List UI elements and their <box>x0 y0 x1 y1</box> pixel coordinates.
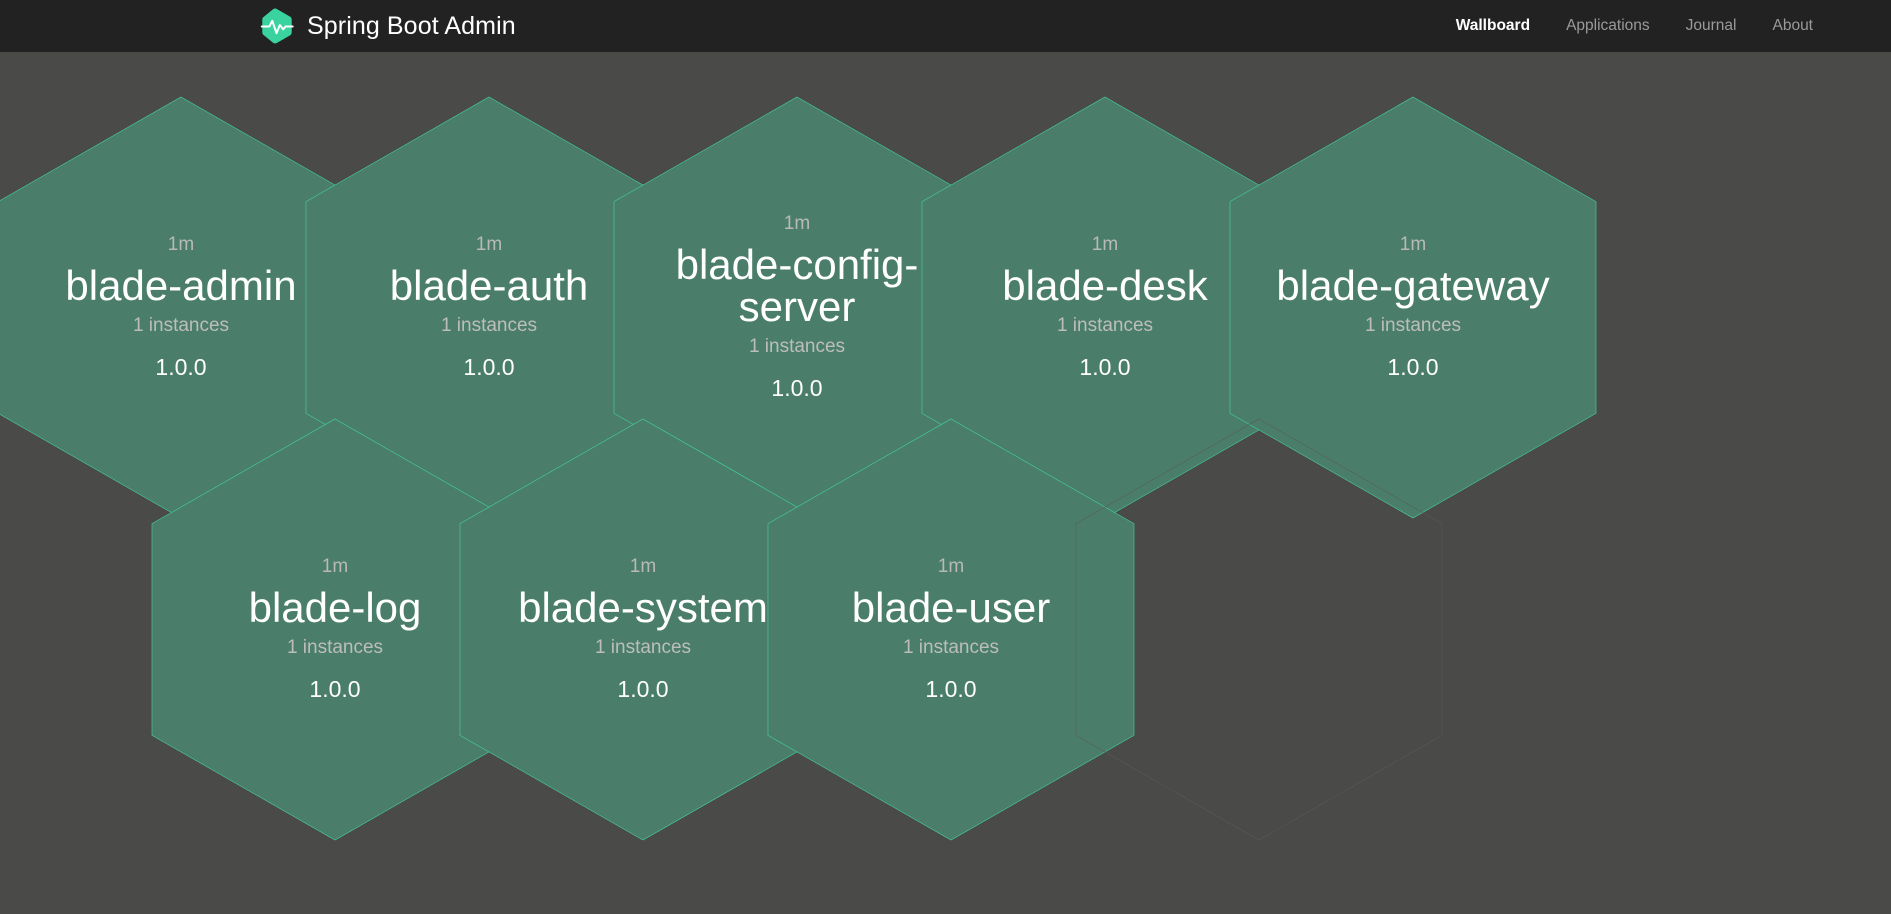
brand-logo-link[interactable]: Spring Boot Admin <box>258 0 516 52</box>
application-hexagon-blade-config-server[interactable]: 1m blade-config-server 1 instances 1.0.0 <box>611 94 983 521</box>
application-hexagon-blade-log[interactable]: 1m blade-log 1 instances 1.0.0 <box>149 416 521 843</box>
uptime-label: 1m <box>1091 233 1119 255</box>
hexagon-content: 1m blade-desk 1 instances 1.0.0 <box>919 94 1291 521</box>
version-label: 1.0.0 <box>463 353 515 380</box>
hexagon-content: 1m blade-gateway 1 instances 1.0.0 <box>1227 94 1599 521</box>
hexagon-content: 1m blade-config-server 1 instances 1.0.0 <box>611 94 983 521</box>
uptime-label: 1m <box>629 555 657 577</box>
application-name: blade-auth <box>389 261 589 309</box>
nav-item-wallboard[interactable]: Wallboard <box>1455 17 1531 34</box>
application-hexagon-blade-system[interactable]: 1m blade-system 1 instances 1.0.0 <box>457 416 829 843</box>
version-label: 1.0.0 <box>309 675 361 702</box>
nav-item-journal[interactable]: Journal <box>1685 17 1737 34</box>
top-navbar: Spring Boot Admin Wallboard Applications… <box>0 0 1891 52</box>
application-name: blade-system <box>518 583 768 631</box>
application-name: blade-log <box>248 583 422 631</box>
nav-item-about[interactable]: About <box>1772 17 1813 34</box>
version-label: 1.0.0 <box>617 675 669 702</box>
hexagon-content: 1m blade-log 1 instances 1.0.0 <box>149 416 521 843</box>
instances-count: 1 instances <box>1364 314 1462 336</box>
uptime-label: 1m <box>1399 233 1427 255</box>
nav-links: Wallboard Applications Journal About <box>1438 0 1831 52</box>
version-label: 1.0.0 <box>1079 353 1131 380</box>
uptime-label: 1m <box>937 555 965 577</box>
application-name: blade-gateway <box>1276 261 1550 309</box>
instances-count: 1 instances <box>132 314 230 336</box>
heartbeat-hexagon-logo-icon <box>260 8 294 44</box>
application-name: blade-desk <box>1002 261 1208 309</box>
version-label: 1.0.0 <box>771 374 823 401</box>
application-name: blade-admin <box>65 261 297 309</box>
nav-item-applications[interactable]: Applications <box>1566 17 1650 34</box>
uptime-label: 1m <box>475 233 503 255</box>
application-hexagon-blade-user[interactable]: 1m blade-user 1 instances 1.0.0 <box>765 416 1137 843</box>
version-label: 1.0.0 <box>925 675 977 702</box>
instances-count: 1 instances <box>440 314 538 336</box>
version-label: 1.0.0 <box>1387 353 1439 380</box>
instances-count: 1 instances <box>748 335 846 357</box>
application-hexagon-blade-gateway[interactable]: 1m blade-gateway 1 instances 1.0.0 <box>1227 94 1599 521</box>
uptime-label: 1m <box>783 212 811 234</box>
instances-count: 1 instances <box>286 636 384 658</box>
hexagon-content: 1m blade-admin 1 instances 1.0.0 <box>0 94 367 521</box>
hexagon-content: 1m blade-auth 1 instances 1.0.0 <box>303 94 675 521</box>
hexagon-shape <box>765 416 1137 843</box>
hexagon-content: 1m blade-user 1 instances 1.0.0 <box>765 416 1137 843</box>
instances-count: 1 instances <box>594 636 692 658</box>
uptime-label: 1m <box>321 555 349 577</box>
hexagon-content: 1m blade-system 1 instances 1.0.0 <box>457 416 829 843</box>
brand-title: Spring Boot Admin <box>307 11 516 40</box>
wallboard-honeycomb: 1m blade-admin 1 instances 1.0.0 1m blad… <box>0 52 1891 914</box>
application-hexagon-blade-admin[interactable]: 1m blade-admin 1 instances 1.0.0 <box>0 94 367 521</box>
application-name: blade-config-server <box>675 240 919 330</box>
empty-hexagon-placeholder <box>1073 416 1445 843</box>
instances-count: 1 instances <box>902 636 1000 658</box>
application-name: blade-user <box>851 583 1051 631</box>
hexagon-shape <box>1227 94 1599 521</box>
uptime-label: 1m <box>167 233 195 255</box>
hexagon-shape-outline <box>1073 416 1445 843</box>
version-label: 1.0.0 <box>155 353 207 380</box>
instances-count: 1 instances <box>1056 314 1154 336</box>
